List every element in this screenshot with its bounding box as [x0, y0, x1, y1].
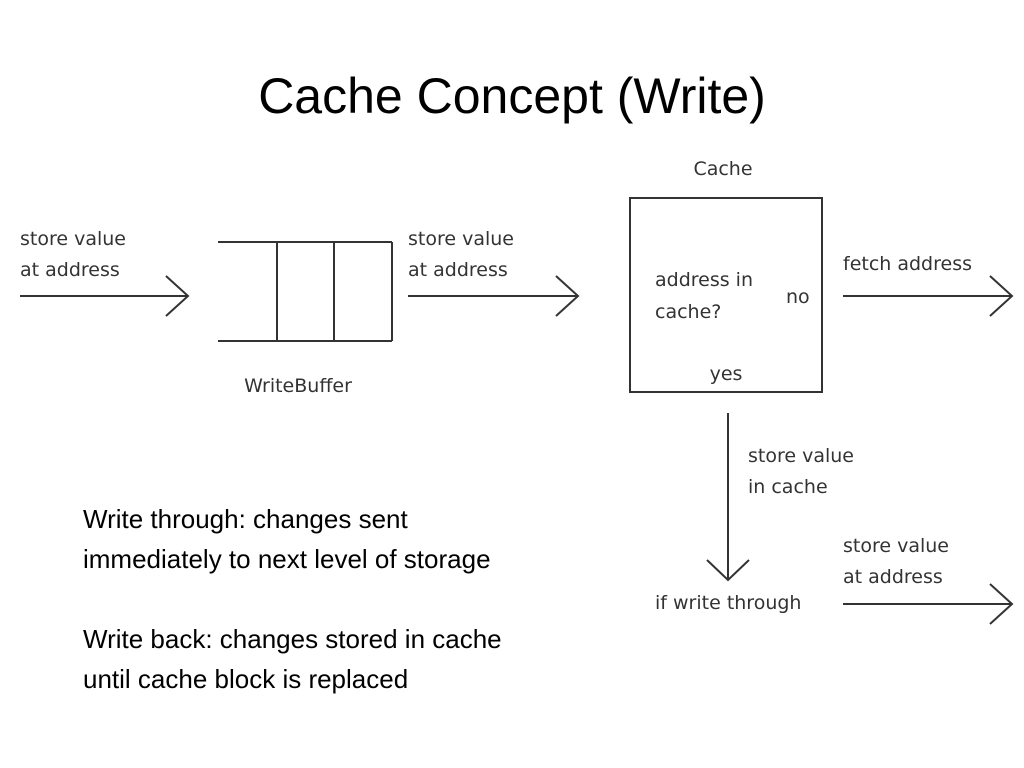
fetch-label: fetch address — [843, 253, 972, 275]
if-write-through-label: if write through — [655, 592, 801, 614]
cache-title: Cache — [693, 158, 752, 180]
buffer-out-label-line1: store value — [408, 228, 514, 250]
buffer-out-label-line2: at address — [408, 259, 508, 281]
through-out-line1: store value — [843, 535, 949, 557]
store-in-cache-arrow — [706, 413, 750, 582]
decision-line2: cache? — [655, 301, 721, 323]
buffer-to-cache-arrow — [408, 275, 580, 317]
no-label: no — [786, 286, 810, 308]
input-arrow — [20, 275, 190, 317]
store-cache-line2: in cache — [748, 476, 828, 498]
write-back-line1: Write back: changes stored in cache — [83, 624, 502, 654]
write-buffer — [218, 241, 393, 342]
slide-title: Cache Concept (Write) — [258, 68, 766, 124]
write-through-line2: immediately to next level of storage — [83, 544, 491, 574]
cache-box — [629, 197, 823, 393]
write-through-arrow — [843, 583, 1014, 625]
write-buffer-label: WriteBuffer — [244, 375, 352, 397]
decision-line1: address in — [655, 269, 753, 291]
store-cache-line1: store value — [748, 445, 854, 467]
notes: Write through: changes sent immediately … — [83, 499, 603, 739]
input-label-line1: store value — [20, 228, 126, 250]
through-out-line2: at address — [843, 566, 943, 588]
fetch-arrow — [843, 275, 1014, 317]
write-back-note: Write back: changes stored in cache unti… — [83, 619, 603, 699]
write-back-line2: until cache block is replaced — [83, 664, 409, 694]
input-label-line2: at address — [20, 259, 120, 281]
yes-label: yes — [710, 363, 743, 385]
write-through-line1: Write through: changes sent — [83, 504, 408, 534]
write-through-note: Write through: changes sent immediately … — [83, 499, 603, 579]
